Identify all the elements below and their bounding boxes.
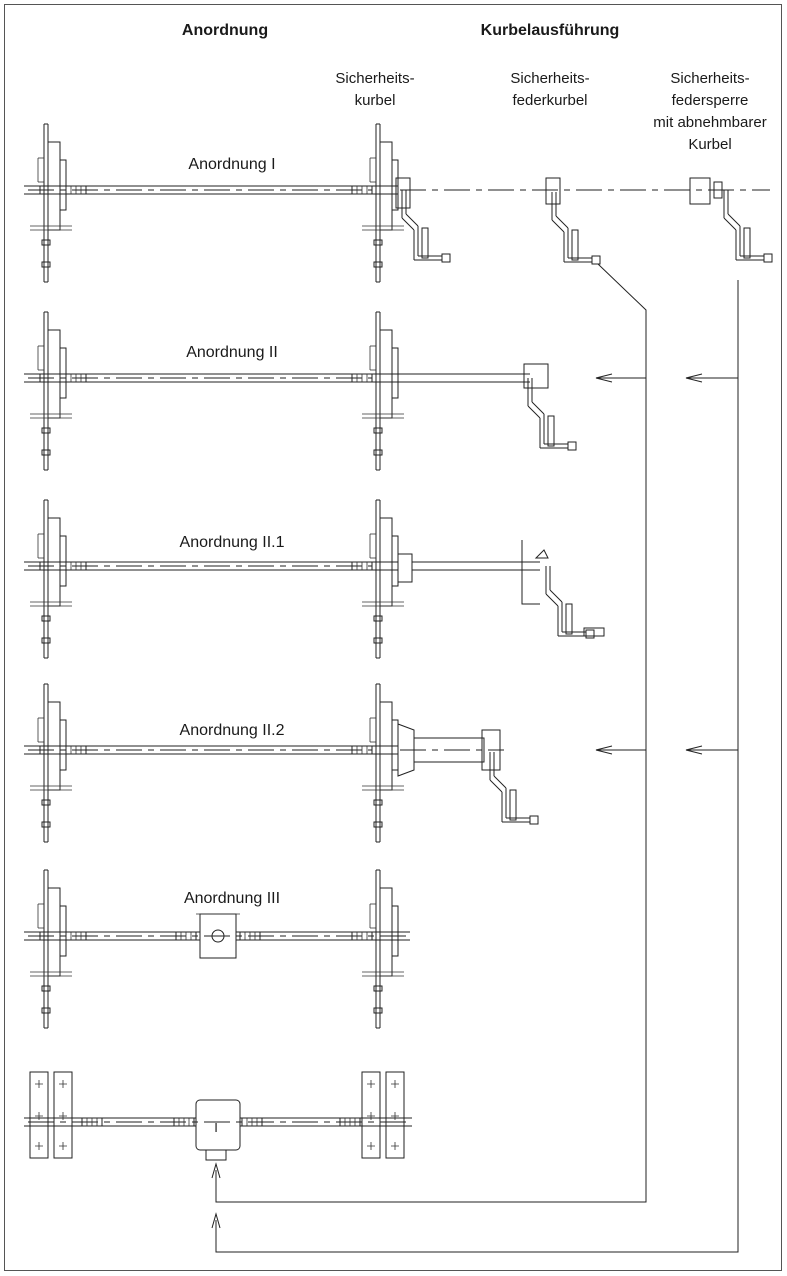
row-6-drawing: I <box>24 1071 412 1161</box>
crank-sicherheitskurbel <box>401 189 451 263</box>
column-header-line: kurbel <box>354 92 396 109</box>
row-3-drawing <box>24 499 605 659</box>
row-label-anordnung-i: Anordnung I <box>130 156 334 174</box>
column-header-line: Sicherheits- <box>670 70 750 87</box>
column-header-line: Sicherheits- <box>510 70 590 87</box>
column-header-line: federkurbel <box>512 92 588 109</box>
gearbox-lower <box>195 1099 241 1151</box>
header-kurbelausfuehrung: Kurbelausführung <box>480 22 620 39</box>
column-header-line: mit abnehmbarer <box>653 114 767 131</box>
row-5-drawing <box>24 869 410 1029</box>
column-header-line: Sicherheits- <box>335 70 415 87</box>
crank-sicherheitsfederkurbel <box>551 191 601 265</box>
crank-sicherheitsfedersperre <box>723 189 773 263</box>
column-header-line: Kurbel <box>688 136 732 153</box>
column-header-sicherheitsfedersperre: Sicherheits- federsperre mit abnehmbarer… <box>640 68 780 156</box>
routing-lines <box>211 263 739 1253</box>
row-2-drawing <box>24 311 577 471</box>
row-label-anordnung-ii: Anordnung II <box>130 344 334 362</box>
right-end-assembly <box>361 123 405 283</box>
gearbox-mark: I <box>214 1120 218 1135</box>
column-header-sicherheitskurbel: Sicherheits- kurbel <box>320 68 430 112</box>
header-anordnung: Anordnung <box>181 22 269 39</box>
row-label-anordnung-ii-2: Anordnung II.2 <box>130 722 334 740</box>
row-label-anordnung-iii: Anordnung III <box>130 890 334 908</box>
figure-frame <box>4 4 782 1271</box>
left-end-assembly <box>29 123 73 283</box>
row-1-drawing <box>24 123 773 283</box>
column-header-sicherheitsfederkurbel: Sicherheits- federkurbel <box>490 68 610 112</box>
column-header-line: federsperre <box>671 92 749 109</box>
row-label-anordnung-ii-1: Anordnung II.1 <box>130 534 334 552</box>
row-4-drawing <box>24 683 539 843</box>
